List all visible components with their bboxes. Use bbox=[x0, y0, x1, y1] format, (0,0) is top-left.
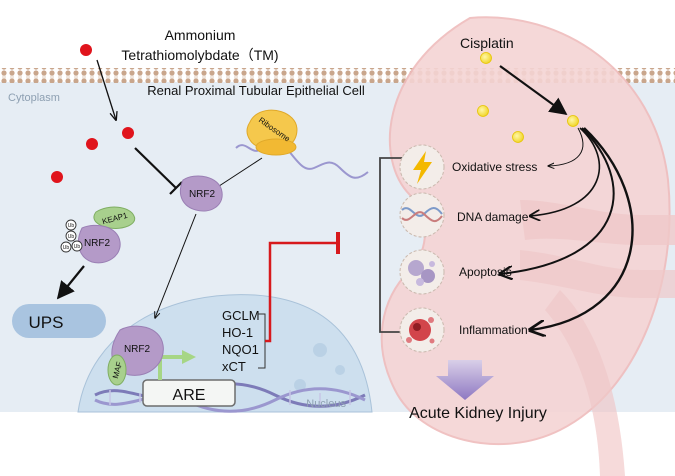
nrf2-bound-label: NRF2 bbox=[84, 238, 111, 249]
gene-label: xCT bbox=[222, 359, 246, 374]
gene-label: NQO1 bbox=[222, 342, 259, 357]
nrf2-free-label: NRF2 bbox=[189, 189, 216, 200]
maf-shape bbox=[107, 354, 127, 386]
cytoplasm-label: Cytoplasm bbox=[8, 92, 60, 104]
outcome-label: Inflammation bbox=[459, 323, 528, 337]
ub-label: Ub bbox=[63, 245, 70, 251]
ub-label: Ub bbox=[68, 234, 75, 240]
tm-inhibition-line bbox=[134, 147, 177, 189]
maf-label: MAF bbox=[111, 361, 124, 380]
ribosome-shape bbox=[246, 109, 298, 156]
degradation-arrow bbox=[56, 265, 85, 300]
result-label: Acute Kidney Injury bbox=[409, 405, 547, 422]
arrow-to-oxidative-stress bbox=[548, 127, 584, 166]
drug-name-line1: Ammonium bbox=[165, 27, 236, 43]
dna-damage-icon bbox=[399, 192, 445, 238]
oxidative-stress-icon bbox=[399, 144, 445, 190]
keap1-shape bbox=[93, 206, 136, 229]
ub-label: Ub bbox=[74, 244, 81, 250]
arrow-to-inflammation bbox=[530, 127, 634, 330]
ubiquitin-chain: Ub Ub Ub Ub bbox=[60, 219, 83, 253]
are-label: ARE bbox=[173, 387, 206, 404]
apoptosis-icon bbox=[399, 249, 445, 295]
result-arrow bbox=[436, 360, 494, 400]
cisplatin-entry-arrow bbox=[499, 65, 568, 116]
inhibition-line-red bbox=[265, 241, 336, 343]
arrow-to-dna-damage bbox=[530, 127, 601, 216]
cell-title: Renal Proximal Tubular Epithelial Cell bbox=[147, 83, 365, 98]
tm-inhibition-bar bbox=[169, 181, 183, 195]
nuclear-translocation-arrow bbox=[155, 213, 197, 318]
cisplatin-label: Cisplatin bbox=[460, 35, 514, 51]
translation-arrow bbox=[213, 157, 263, 190]
outcome-label: Oxidative stress bbox=[452, 160, 537, 174]
outcomes-bracket bbox=[379, 157, 405, 333]
gene-label: GCLM bbox=[222, 308, 260, 323]
tm-dots bbox=[51, 44, 134, 183]
ub-label: Ub bbox=[68, 223, 75, 229]
drug-name-line2: Tetrathiomolybdate（TM) bbox=[121, 47, 278, 63]
are-box bbox=[142, 379, 236, 407]
kidney-illustration bbox=[380, 16, 675, 476]
nrf2-nuclear-label: NRF2 bbox=[124, 344, 151, 355]
tm-entry-arrow bbox=[96, 59, 116, 120]
gene-label: HO-1 bbox=[222, 325, 253, 340]
nucleus-label: Nucleus bbox=[306, 398, 346, 410]
cisplatin-dots bbox=[477, 52, 579, 143]
outcome-label: Apoptosis bbox=[459, 265, 512, 279]
target-genes: GCLM HO-1 NQO1 xCT bbox=[222, 308, 266, 374]
ups-label: UPS bbox=[29, 313, 64, 332]
inflammation-icon bbox=[399, 307, 445, 353]
outcome-label: DNA damage bbox=[457, 210, 529, 224]
nrf2-free-shape bbox=[179, 175, 223, 212]
ups-box bbox=[12, 304, 106, 338]
arrow-to-apoptosis bbox=[500, 127, 615, 274]
